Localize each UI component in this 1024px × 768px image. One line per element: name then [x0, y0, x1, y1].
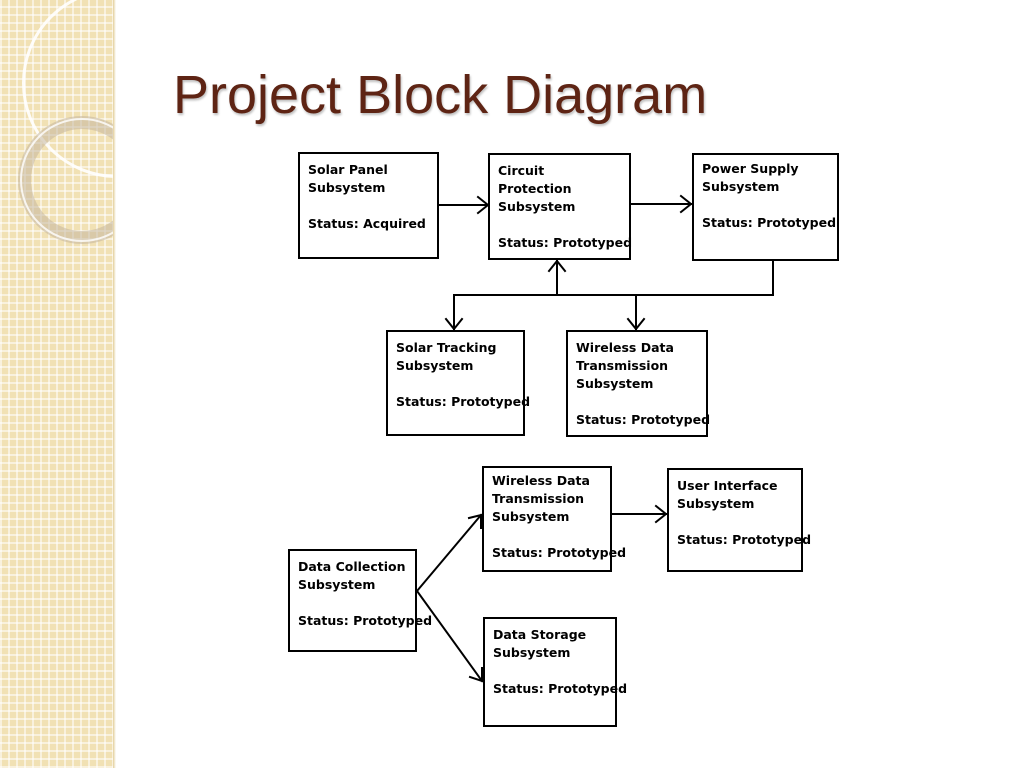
block-status: Status: Prototyped [492, 545, 627, 560]
block-name: Wireless Data Transmission Subsystem [576, 340, 674, 391]
block-solar-panel: Solar Panel Subsystem Status: Acquired [298, 152, 439, 259]
block-status: Status: Prototyped [702, 215, 837, 230]
arrow-head [654, 504, 668, 524]
block-name: Circuit Protection Subsystem [498, 163, 576, 214]
arrow-head [467, 513, 482, 529]
block-status: Status: Prototyped [493, 681, 628, 696]
slide-title: Project Block Diagram [173, 65, 708, 125]
block-data-collection: Data Collection Subsystem Status: Protot… [288, 549, 433, 652]
block-status: Status: Prototyped [396, 394, 531, 409]
block-status: Status: Prototyped [576, 412, 711, 427]
block-circuit-protection: Circuit Protection Subsystem Status: Pro… [488, 153, 633, 260]
block-name: Data Collection Subsystem [298, 559, 406, 592]
connector-collection-to-storage [415, 589, 484, 683]
arrow-head [547, 259, 567, 273]
block-name: User Interface Subsystem [677, 478, 778, 511]
block-status: Status: Prototyped [298, 613, 433, 628]
block-name: Wireless Data Transmission Subsystem [492, 473, 590, 524]
block-status: Status: Acquired [308, 216, 426, 231]
block-name: Power Supply Subsystem [702, 161, 799, 194]
arrow-head [468, 667, 483, 683]
block-data-storage: Data Storage Subsystem Status: Prototype… [483, 617, 628, 727]
block-wireless-data-transmission: Wireless Data Transmission Subsystem Sta… [566, 330, 711, 437]
arrow-head [679, 194, 693, 214]
arrow-head [626, 317, 646, 331]
block-power-supply: Power Supply Subsystem Status: Prototype… [692, 153, 839, 261]
block-status: Status: Prototyped [677, 532, 812, 547]
block-name: Data Storage Subsystem [493, 627, 587, 660]
block-wireless-data-transmission-2: Wireless Data Transmission Subsystem Sta… [482, 466, 627, 572]
arrow-head [444, 317, 464, 331]
connector-collection-to-wireless [415, 513, 483, 593]
block-solar-tracking: Solar Tracking Subsystem Status: Prototy… [386, 330, 531, 436]
block-name: Solar Tracking Subsystem [396, 340, 497, 373]
decorative-side-panel [0, 0, 113, 768]
block-status: Status: Prototyped [498, 235, 633, 250]
block-user-interface: User Interface Subsystem Status: Prototy… [667, 468, 812, 572]
block-name: Solar Panel Subsystem [308, 162, 388, 195]
panel-edge [113, 0, 116, 768]
